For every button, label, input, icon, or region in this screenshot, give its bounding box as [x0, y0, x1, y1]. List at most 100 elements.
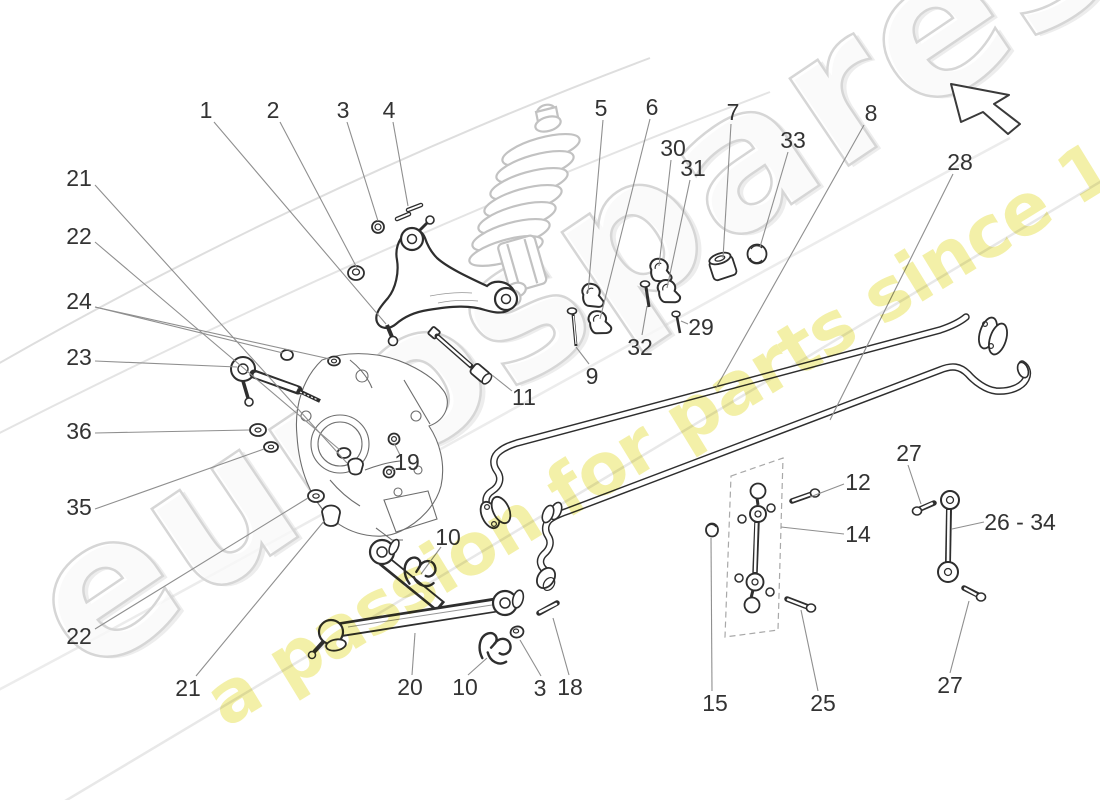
leader-line-19 — [393, 442, 401, 456]
part-callout-22: 22 — [66, 223, 92, 249]
nut-3 — [371, 220, 385, 234]
leader-line-21 — [195, 519, 326, 677]
part-callout-10: 10 — [435, 524, 461, 550]
bolt-27-lower — [961, 585, 987, 602]
leader-line-7 — [722, 123, 732, 259]
leader-line-22 — [94, 241, 341, 451]
leader-line-30 — [658, 159, 672, 267]
tie-rod-end — [230, 349, 341, 407]
leader-line-5 — [587, 119, 604, 294]
leader-line-27 — [907, 464, 922, 505]
leader-line-24 — [94, 306, 284, 354]
leader-line-27 — [949, 600, 970, 674]
leader-line-15 — [710, 537, 713, 692]
leader-line-20 — [411, 632, 416, 676]
pivot-bolt-11 — [427, 326, 493, 385]
leader-line-8 — [715, 124, 865, 389]
part-callout-19: 19 — [394, 449, 420, 475]
steering-knuckle — [295, 353, 448, 541]
upper-wishbone — [375, 215, 519, 347]
part-callout-22: 22 — [66, 623, 92, 649]
bolt-25 — [784, 596, 817, 613]
drop-link-kit-14 — [724, 457, 784, 638]
bar-bush-33 — [746, 243, 768, 265]
part-callout-7: 7 — [727, 99, 740, 125]
leader-line-9 — [575, 346, 590, 365]
leader-line-12 — [809, 483, 845, 498]
part-callout-8: 8 — [865, 100, 878, 126]
washer-15 — [705, 522, 719, 538]
roll-bar-clamps — [566, 243, 768, 347]
part-callout-2: 2 — [267, 97, 280, 123]
shock-absorber — [468, 103, 581, 307]
leader-line-14 — [780, 526, 845, 535]
part-callout-21: 21 — [66, 165, 92, 191]
fork-clamp-10-upper — [402, 554, 439, 590]
bolt-12 — [789, 488, 821, 504]
part-callout-3: 3 — [337, 97, 350, 123]
leader-line-19 — [390, 467, 401, 471]
drop-link-26-34 — [937, 490, 960, 583]
part-callout-11: 11 — [512, 384, 536, 410]
leader-line-18 — [552, 617, 570, 676]
leader-line-29 — [680, 320, 689, 325]
leader-line-3 — [346, 121, 379, 222]
leader-line-26 - 34 — [951, 521, 985, 530]
part-callout-10: 10 — [452, 674, 478, 700]
leader-line-11 — [491, 374, 513, 392]
part-callout-6: 6 — [646, 94, 659, 120]
part-callout-5: 5 — [595, 95, 608, 121]
washer-22 — [307, 489, 325, 503]
leader-line-23 — [94, 360, 238, 368]
part-callout-14: 14 — [845, 521, 871, 547]
leader-line-32 — [641, 305, 648, 336]
part-callout-25: 25 — [810, 690, 836, 716]
anti-roll-bar-8 — [479, 313, 1008, 530]
leader-line-24 — [94, 306, 331, 360]
part-callout-3: 3 — [534, 675, 547, 701]
up-left-direction-arrow-icon — [950, 83, 1021, 135]
grommet-19a — [387, 432, 401, 446]
leader-line-4 — [392, 121, 409, 207]
part-callout-15: 15 — [702, 690, 728, 716]
bolt-27-upper — [911, 500, 937, 516]
washer-3-bottom — [509, 625, 525, 639]
part-callout-30: 30 — [660, 135, 686, 161]
part-callout-24: 24 — [66, 288, 92, 314]
part-callout-27: 27 — [937, 672, 963, 698]
part-callout-36: 36 — [66, 418, 92, 444]
part-callout-31: 31 — [680, 155, 706, 181]
part-callout-33: 33 — [780, 127, 806, 153]
leader-line-6 — [599, 118, 651, 320]
leader-line-22 — [94, 497, 309, 630]
upper-arm-small-parts — [347, 202, 424, 281]
part-callout-32: 32 — [627, 334, 653, 360]
part-callout-26-34: 26 - 34 — [984, 509, 1056, 535]
pin-4 — [394, 202, 424, 222]
leader-line-25 — [800, 609, 819, 692]
lower-wishbone — [307, 538, 525, 660]
part-callout-4: 4 — [383, 97, 396, 123]
leader-line-1 — [213, 121, 387, 325]
part-callout-1: 1 — [200, 97, 213, 123]
anti-roll-bar-28 — [536, 360, 1032, 592]
bar-bush-7 — [708, 251, 738, 282]
part-callout-23: 23 — [66, 344, 92, 370]
part-callout-29: 29 — [688, 314, 714, 340]
knuckle-washers — [249, 423, 401, 527]
part-callout-9: 9 — [586, 363, 599, 389]
fork-clamp-10-lower — [477, 631, 513, 666]
part-callout-12: 12 — [845, 469, 871, 495]
leader-line-28 — [829, 173, 954, 421]
part-callout-28: 28 — [947, 149, 973, 175]
leader-line-3 — [519, 639, 542, 677]
leader-line-2 — [279, 121, 358, 269]
leader-line-10 — [420, 546, 442, 575]
grommet-19b — [382, 465, 396, 479]
part-callout-20: 20 — [397, 674, 423, 700]
part-callout-18: 18 — [557, 674, 583, 700]
